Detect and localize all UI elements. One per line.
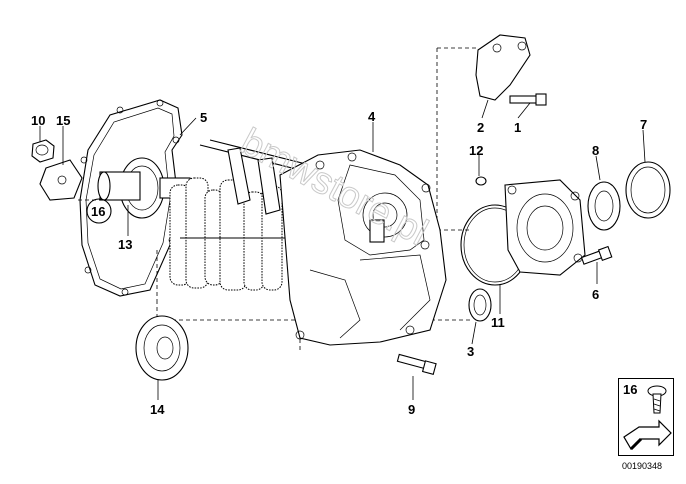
callout-7: 7: [640, 117, 647, 132]
shaft-seal: [468, 288, 492, 322]
callout-1: 1: [514, 120, 521, 135]
orientation-arrow-icon: [623, 419, 672, 451]
legend-box: 16: [618, 378, 674, 456]
callout-6: 6: [592, 287, 599, 302]
callouts: 1 2 3 4 5 6 7 8 9 10 11 12 13 14 15 16: [31, 109, 647, 417]
callout-16-circle: [86, 198, 112, 224]
legend-number: 16: [623, 382, 638, 397]
callout-10: 10: [31, 113, 45, 128]
callout-5: 5: [200, 110, 207, 125]
gear-cluster: [169, 139, 311, 291]
callout-13: 13: [118, 237, 132, 252]
callout-11: 11: [491, 315, 505, 330]
callout-8: 8: [592, 143, 599, 158]
callout-3: 3: [467, 344, 474, 359]
callout-4: 4: [368, 109, 376, 124]
transmission-housing: [279, 149, 447, 346]
input-shaft: [97, 157, 191, 219]
seal-8: [587, 181, 621, 231]
bolt-9: [396, 353, 437, 376]
callout-16: 16: [91, 204, 105, 219]
bolt-6: [580, 245, 613, 265]
callout-2: 2: [477, 120, 484, 135]
bearing-14: [135, 315, 189, 381]
diagram-code: 00190348: [622, 461, 663, 471]
callout-14: 14: [150, 402, 165, 417]
callout-15: 15: [56, 113, 70, 128]
callout-12: 12: [469, 143, 483, 158]
bracket-and-bolt: [475, 34, 547, 106]
small-o-ring: [475, 176, 487, 186]
screw-icon: [647, 385, 667, 414]
output-housing: [460, 179, 586, 286]
nut-and-flange: [31, 139, 83, 201]
ring-7: [625, 161, 671, 219]
callout-9: 9: [408, 402, 415, 417]
leader-lines: [39, 99, 646, 400]
